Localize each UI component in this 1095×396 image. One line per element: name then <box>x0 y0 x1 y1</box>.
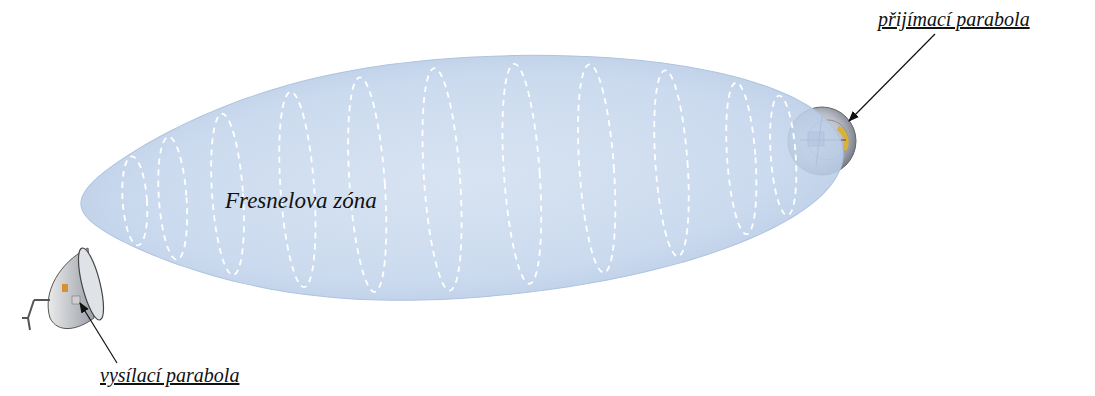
part-label: vysílací parabola <box>98 364 241 387</box>
zone-ring <box>649 69 694 257</box>
zone-ring <box>496 63 547 285</box>
transmit-dish <box>22 246 109 330</box>
zone-label: Fresnelova zóna <box>225 188 377 214</box>
fresnel-zone: Fresnelova zóna <box>70 45 860 320</box>
zone-ring <box>342 76 392 293</box>
zone-ring <box>120 156 150 247</box>
part-label: přijímací parabola <box>876 8 1032 31</box>
zone-ring <box>572 63 621 274</box>
zone-ring <box>722 82 761 235</box>
zone-ring <box>416 67 467 292</box>
leader-arrow <box>80 303 117 363</box>
zone-ring <box>155 136 191 261</box>
zone-outline <box>70 45 860 320</box>
fresnel-zone-shape <box>73 45 852 320</box>
zone-ring <box>767 95 800 217</box>
leader-arrow <box>849 34 935 121</box>
